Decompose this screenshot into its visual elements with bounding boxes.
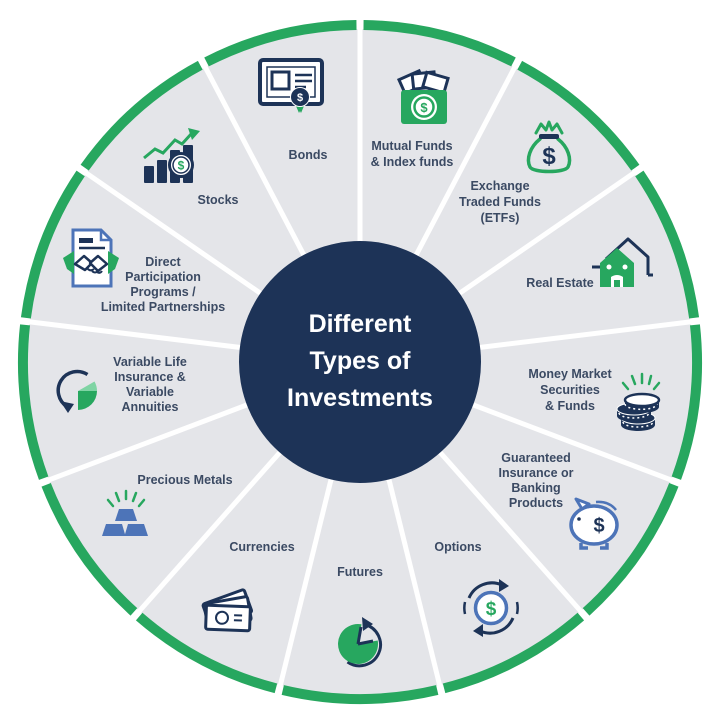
segment-divider <box>36 399 257 487</box>
segment-divider <box>129 444 288 622</box>
segment-label-guaranteed-insurance: Banking <box>511 481 560 495</box>
ring-arc-money-market <box>671 324 702 480</box>
ring-arc-real-estate <box>635 170 700 319</box>
segment-divider <box>409 55 523 264</box>
segment-divider <box>432 444 591 622</box>
segment-divider <box>275 470 336 698</box>
segment-label-direct-participation: Limited Partnerships <box>101 300 225 314</box>
wheel-title: Different <box>309 310 412 338</box>
segment-label-futures: Futures <box>337 565 383 579</box>
svg-text:$: $ <box>297 92 303 104</box>
segment-label-money-market: Securities <box>540 383 600 397</box>
ring-arc-direct-participation <box>20 170 85 319</box>
segment-divider <box>74 163 270 301</box>
segment-label-guaranteed-insurance: Products <box>509 496 563 510</box>
gold-bars-icon <box>102 489 148 536</box>
ring-arc-futures <box>281 685 439 704</box>
growth-chart-icon: $ <box>143 128 200 183</box>
svg-text:$: $ <box>593 515 604 537</box>
segment-divider <box>470 317 703 351</box>
house-icon <box>592 237 653 287</box>
segment-label-direct-participation: Participation <box>125 270 201 284</box>
handshake-doc-icon <box>63 228 119 288</box>
segment-label-exchange-traded-funds: Traded Funds <box>459 195 541 209</box>
segment-divider <box>463 399 684 487</box>
dollar-cycle-icon: $ <box>463 579 519 637</box>
segment-label-mutual-funds: Mutual Funds <box>371 139 452 153</box>
ring-arc-options <box>442 612 585 694</box>
segment-label-money-market: Money Market <box>528 367 612 381</box>
ring-arc-precious-metals <box>41 482 138 616</box>
segment-label-variable-life-insurance: Variable <box>126 385 174 399</box>
ring-arc-mutual-funds <box>363 20 516 67</box>
piggy-bank-icon: $ <box>569 497 619 550</box>
ring-arc-bonds <box>204 20 357 67</box>
ring-arc-stocks <box>80 60 203 171</box>
segment-label-precious-metals: Precious Metals <box>137 473 232 487</box>
segment-divider <box>384 470 445 698</box>
pie-clock-icon <box>338 617 382 668</box>
segment-label-variable-life-insurance: Annuities <box>122 400 179 414</box>
svg-text:$: $ <box>542 143 556 170</box>
segment-label-guaranteed-insurance: Guaranteed <box>501 451 570 465</box>
wallet-cash-icon: $ <box>396 68 450 124</box>
segment-label-stocks: Stocks <box>198 193 239 207</box>
center-circle <box>239 241 481 483</box>
segment-label-real-estate: Real Estate <box>526 276 593 290</box>
svg-text:$: $ <box>486 599 497 620</box>
segment-label-exchange-traded-funds: (ETFs) <box>481 211 520 225</box>
segment-label-mutual-funds: & Index funds <box>371 155 454 169</box>
segment-divider <box>197 55 311 264</box>
wheel-title: Investments <box>287 384 433 412</box>
certificate-icon: $ <box>258 58 324 113</box>
svg-text:$: $ <box>178 159 185 173</box>
segment-futures <box>280 362 440 695</box>
segment-divider <box>450 163 646 301</box>
segment-label-direct-participation: Programs / <box>130 285 196 299</box>
pie-arrow-icon <box>56 369 98 413</box>
ring-arc-exchange-traded-funds <box>517 60 640 171</box>
segment-label-bonds: Bonds <box>289 148 328 162</box>
coin-stack-icon <box>616 372 661 431</box>
segment-label-direct-participation: Direct <box>145 255 181 269</box>
segment-label-money-market: & Funds <box>545 399 595 413</box>
ring-arc-currencies <box>135 612 278 694</box>
segment-label-variable-life-insurance: Variable Life <box>113 355 187 369</box>
money-bag-icon: $ <box>526 120 572 174</box>
segment-label-guaranteed-insurance: Insurance or <box>498 466 573 480</box>
svg-text:$: $ <box>420 100 428 115</box>
segment-label-options: Options <box>434 540 481 554</box>
segment-label-variable-life-insurance: Insurance & <box>114 370 186 384</box>
segment-divider <box>17 317 250 351</box>
segment-label-currencies: Currencies <box>229 540 294 554</box>
ring-arc-guaranteed-insurance <box>582 482 679 616</box>
ring-arc-variable-life-insurance <box>18 324 49 480</box>
segment-label-exchange-traded-funds: Exchange <box>470 179 529 193</box>
banknotes-icon <box>201 588 254 633</box>
wheel-title: Types of <box>310 347 412 375</box>
